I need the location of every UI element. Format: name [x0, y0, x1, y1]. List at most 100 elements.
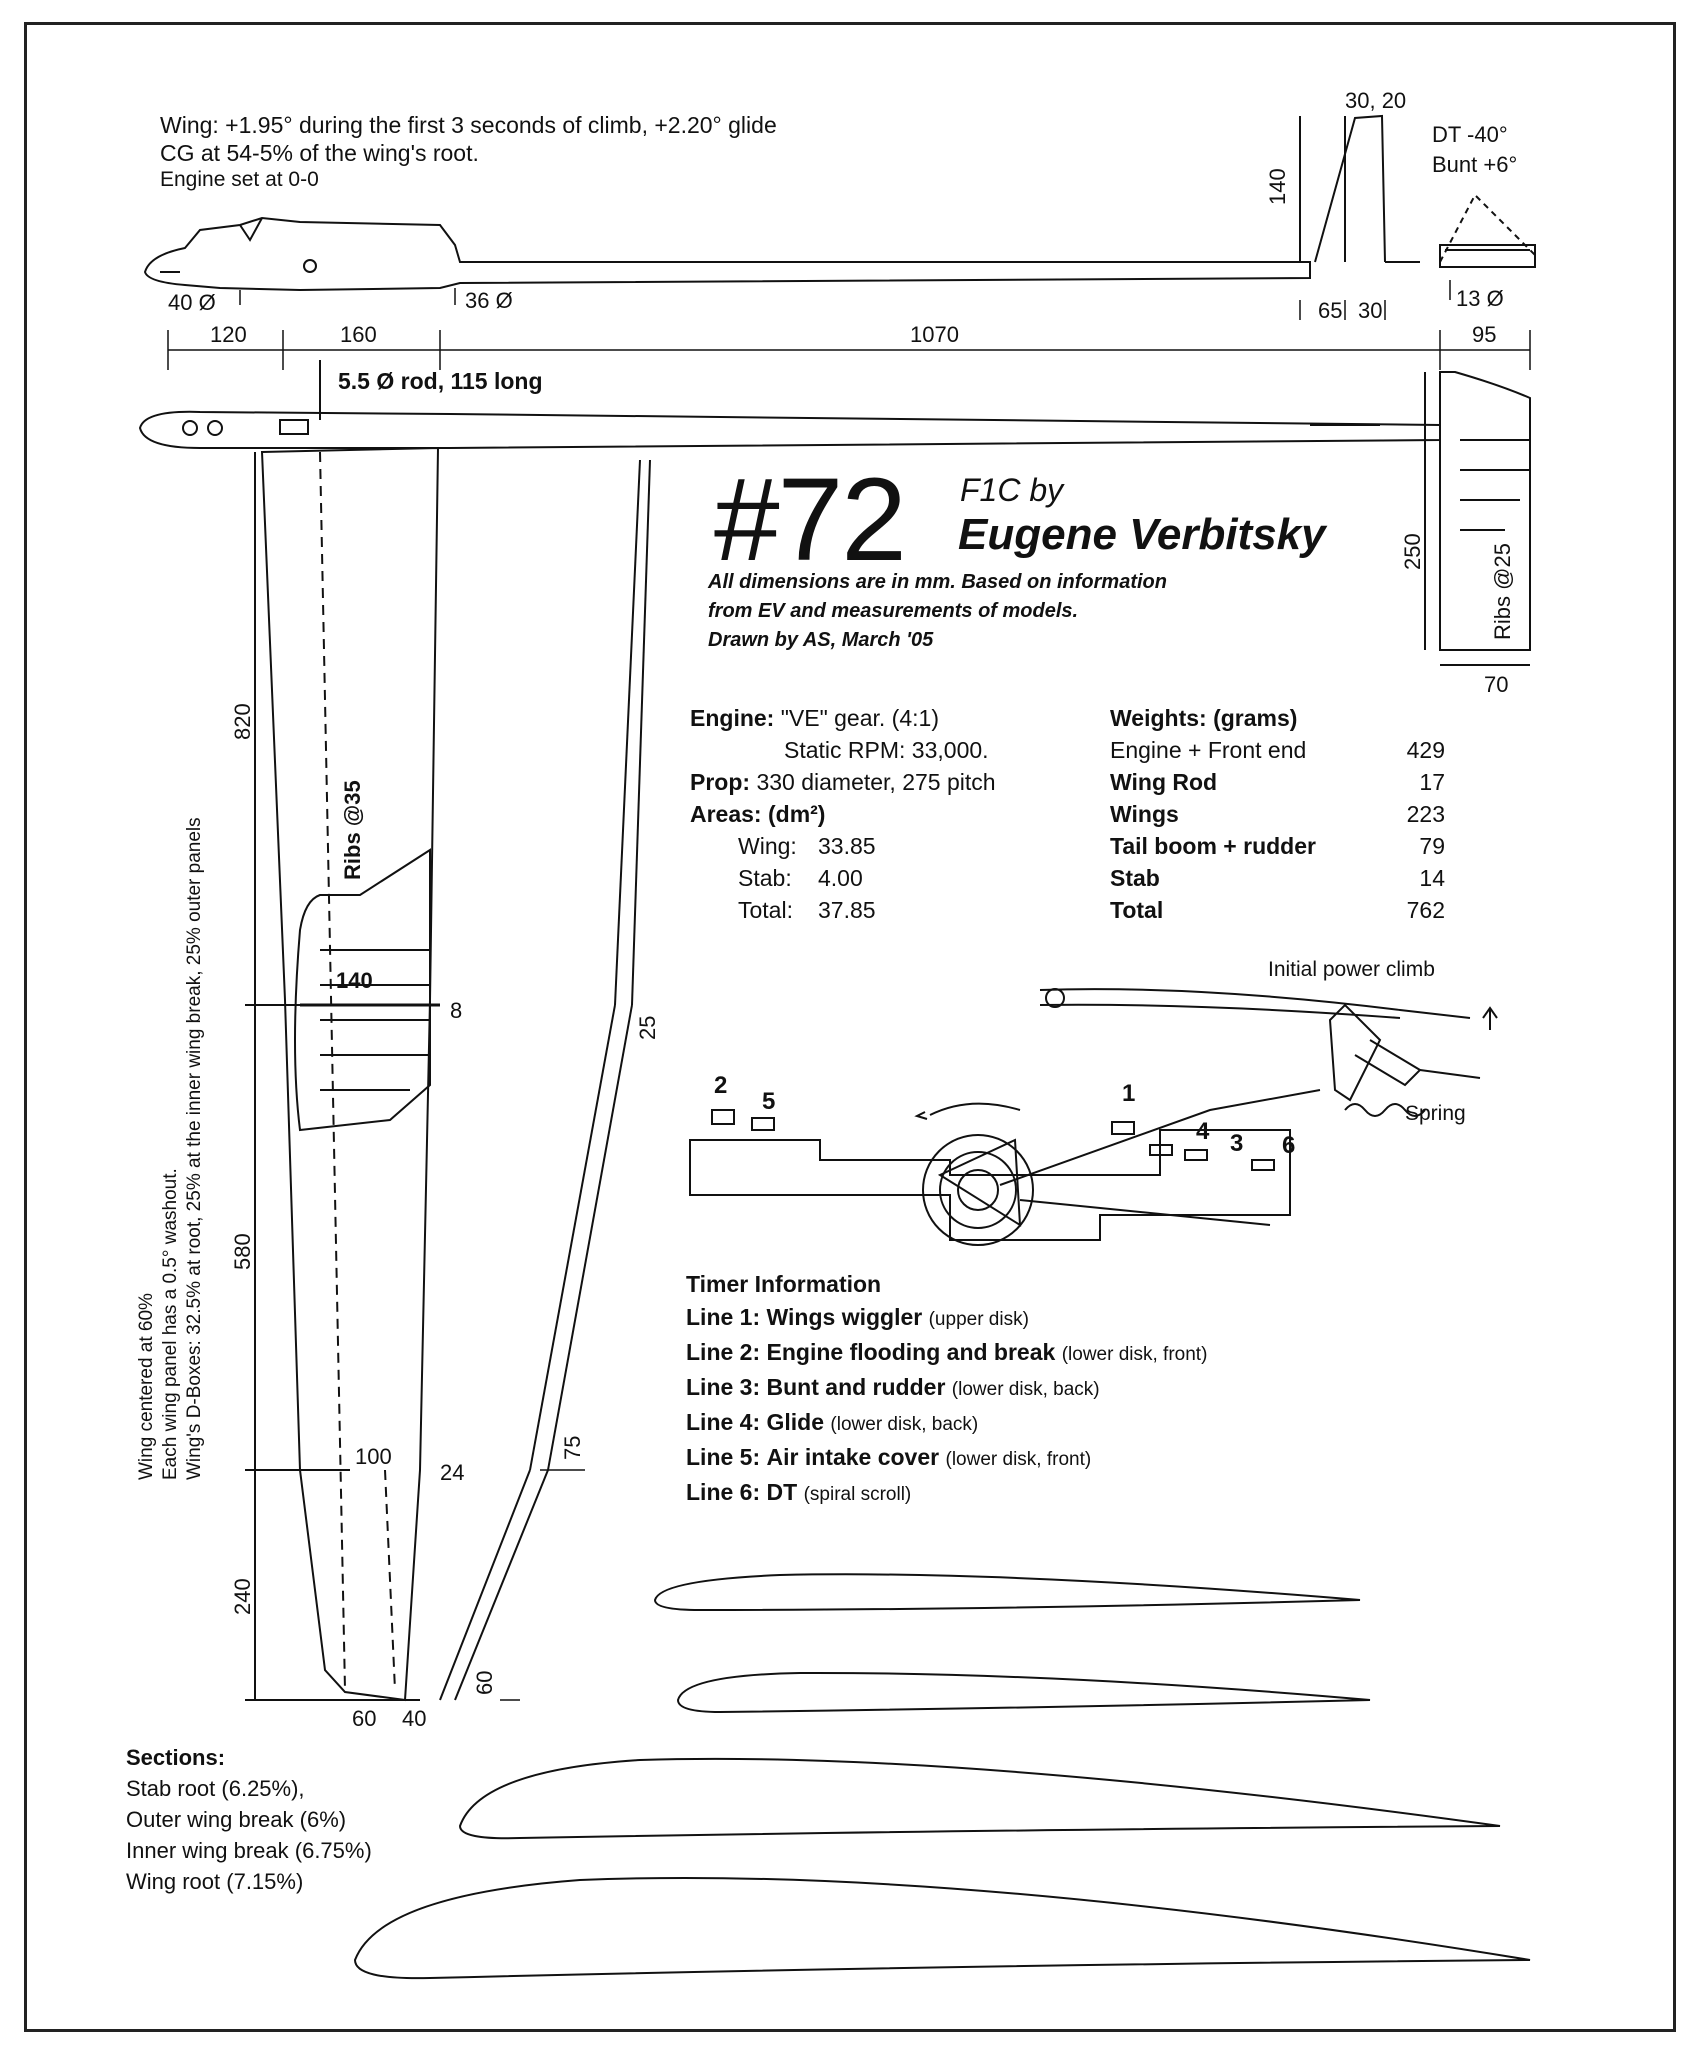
- wing-note-dboxes: Wing's D-Boxes: 32.5% at root, 25% at th…: [184, 817, 205, 1480]
- dim-bunt-angle: Bunt +6°: [1432, 152, 1518, 177]
- timer-line-label: Line 5:: [686, 1444, 761, 1470]
- weight-value: 223: [1406, 801, 1445, 827]
- timer-line-5-marker: 5: [762, 1088, 776, 1115]
- timer-line-value: Engine flooding and break: [766, 1339, 1056, 1365]
- plan-class: F1C by: [960, 472, 1064, 508]
- plan-author: Eugene Verbitsky: [958, 510, 1326, 559]
- engine-value: "VE" gear. (4:1): [780, 705, 939, 731]
- dim-nose-dia: 40 Ø: [168, 290, 216, 315]
- top-view-fuselage: [138, 360, 1441, 449]
- dim-tip-60: 60: [352, 1706, 377, 1731]
- timer-line-1-marker: 1: [1122, 1080, 1136, 1107]
- side-view-fin: [1299, 114, 1536, 268]
- weights-table: Weights: (grams) Engine + Front end 429 W…: [1110, 702, 1445, 926]
- weight-label: Wings: [1110, 801, 1179, 827]
- timer-line-label: Line 1:: [686, 1304, 761, 1330]
- dim-120: 120: [210, 322, 247, 347]
- timer-line-note: (spiral scroll): [803, 1484, 912, 1505]
- spring-label: Spring: [1405, 1102, 1466, 1125]
- timer-line-label: Line 4:: [686, 1409, 761, 1435]
- dim-fin-height: 140: [1265, 168, 1290, 205]
- plan-credits: All dimensions are in mm. Based on infor…: [708, 568, 1167, 655]
- weight-label: Wing Rod: [1110, 769, 1218, 795]
- weight-value: 79: [1419, 833, 1445, 859]
- dim-dt-angle: DT -40°: [1432, 122, 1508, 147]
- timer-line-note: (lower disk, front): [1061, 1344, 1208, 1365]
- wing-rod-note: 5.5 Ø rod, 115 long: [338, 368, 543, 394]
- stab-plan: [1424, 371, 1531, 666]
- dim-wing-140: 140: [336, 968, 373, 993]
- timer-line-label: Line 2:: [686, 1339, 761, 1365]
- dim-dihedral-60: 60: [472, 1670, 497, 1695]
- section-item: Inner wing break (6.75%): [126, 1838, 372, 1863]
- credit-line-3: Drawn by AS, March '05: [708, 629, 934, 651]
- sections-list: Sections: Stab root (6.25%), Outer wing …: [126, 1742, 372, 1897]
- wing-note-centered: Wing centered at 60%: [136, 1293, 157, 1480]
- initial-climb-label: Initial power climb: [1268, 958, 1435, 981]
- timer-line: Line 2: Engine flooding and break (lower…: [686, 1336, 1207, 1371]
- airfoil-sections: [353, 1573, 1531, 1980]
- plan-number: #72: [714, 454, 907, 586]
- credit-line-1: All dimensions are in mm. Based on infor…: [708, 571, 1167, 593]
- weight-value: 762: [1406, 897, 1445, 923]
- timer-line-6-marker: 6: [1282, 1132, 1296, 1159]
- timer-mechanism: [689, 988, 1498, 1246]
- wing-ribs-spacing: Ribs @35: [340, 780, 365, 880]
- weight-label: Total: [1110, 897, 1164, 923]
- stab-ribs-spacing: Ribs @25: [1490, 543, 1515, 640]
- timer-line-value: Glide: [766, 1409, 825, 1435]
- area-value: 33.85: [818, 833, 876, 859]
- timer-line-label: Line 6:: [686, 1479, 761, 1505]
- dim-dihedral-25: 25: [635, 1015, 660, 1040]
- timer-line-value: Wings wiggler: [766, 1304, 923, 1330]
- engine-rpm: Static RPM: 33,000.: [784, 737, 989, 763]
- timer-line: Line 5: Air intake cover (lower disk, fr…: [686, 1441, 1207, 1476]
- area-label: Stab:: [738, 865, 792, 891]
- weight-value: 17: [1419, 769, 1445, 795]
- dim-wing-100: 100: [355, 1444, 392, 1469]
- weight-label: Tail boom + rudder: [1110, 833, 1316, 859]
- timer-information: Timer Information Line 1: Wings wiggler …: [686, 1268, 1207, 1511]
- timer-line-note: (lower disk, back): [951, 1379, 1100, 1400]
- dim-wing-580: 580: [230, 1233, 255, 1270]
- dim-wing-240: 240: [230, 1578, 255, 1615]
- timer-line-3-marker: 3: [1230, 1130, 1244, 1157]
- dim-dihedral-75: 75: [560, 1435, 585, 1460]
- side-view-fuselage: [143, 216, 1311, 292]
- credit-line-2: from EV and measurements of models.: [708, 600, 1079, 622]
- dim-160: 160: [340, 322, 377, 347]
- dim-65: 65: [1318, 298, 1343, 323]
- engine-specs: Engine: "VE" gear. (4:1) Static RPM: 33,…: [690, 702, 996, 926]
- area-label: Wing:: [738, 833, 797, 859]
- wing-note-washout: Each wing panel has a 0.5° washout.: [160, 1168, 181, 1480]
- dim-30: 30: [1358, 298, 1383, 323]
- dim-tip-40: 40: [402, 1706, 427, 1731]
- dim-fin-chords: 30, 20: [1345, 88, 1407, 113]
- side-view-dim-lines: [167, 280, 1531, 370]
- weights-header: Weights: (grams): [1110, 705, 1298, 731]
- dim-wing-8: 8: [450, 998, 463, 1023]
- timer-line-value: Bunt and rudder: [766, 1374, 946, 1400]
- weight-value: 429: [1406, 737, 1445, 763]
- note-cg: CG at 54-5% of the wing's root.: [160, 140, 479, 166]
- drawing-frame: [24, 22, 1676, 2032]
- weight-value: 14: [1419, 865, 1445, 891]
- area-label: Total:: [738, 897, 793, 923]
- section-item: Wing root (7.15%): [126, 1869, 304, 1894]
- timer-line-value: DT: [766, 1479, 798, 1505]
- weight-label: Engine + Front end: [1110, 737, 1307, 763]
- section-item: Outer wing break (6%): [126, 1807, 347, 1832]
- timer-header: Timer Information: [686, 1271, 882, 1297]
- areas-label: Areas: (dm²): [690, 801, 826, 827]
- area-value: 4.00: [818, 865, 863, 891]
- dim-tail-dia: 13 Ø: [1456, 286, 1504, 311]
- timer-line: Line 4: Glide (lower disk, back): [686, 1406, 1207, 1441]
- dim-stab-chord: 70: [1484, 672, 1509, 697]
- timer-line-label: Line 3:: [686, 1374, 761, 1400]
- timer-line: Line 6: DT (spiral scroll): [686, 1476, 1207, 1511]
- timer-line: Line 3: Bunt and rudder (lower disk, bac…: [686, 1371, 1207, 1406]
- timer-line-note: (lower disk, back): [830, 1414, 979, 1435]
- timer-line-2-marker: 2: [714, 1072, 728, 1099]
- section-item: Stab root (6.25%),: [126, 1776, 305, 1801]
